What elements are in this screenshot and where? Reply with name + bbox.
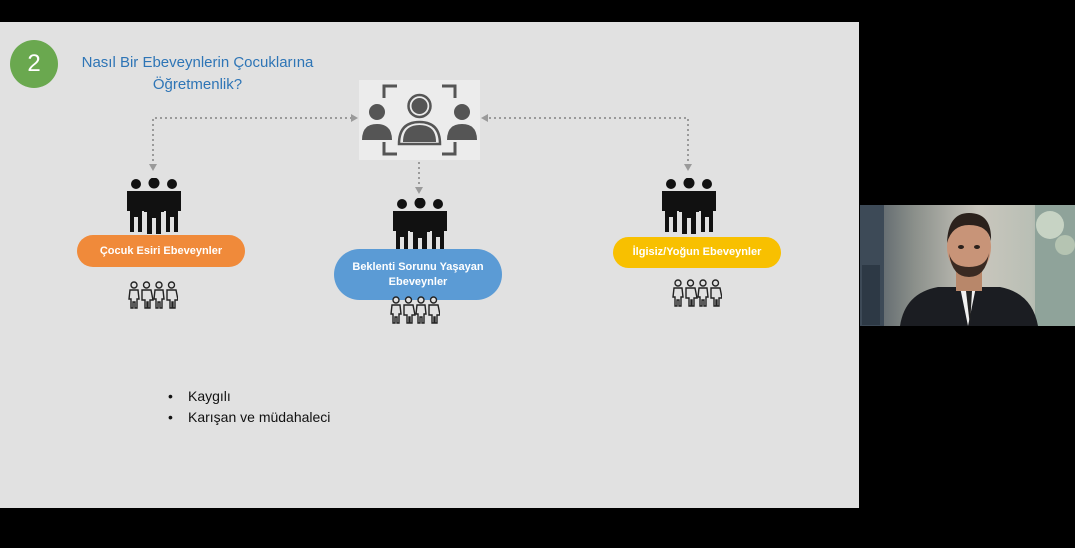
arrow-left-right [351,114,358,122]
arrow-left-down [149,164,157,171]
bullet-item: Kaygılı [168,386,330,407]
arrow-right-left [481,114,488,122]
connector-lines [149,114,692,194]
four-children-icon [672,279,722,307]
connector-right [487,117,689,166]
four-children-icon [390,296,440,324]
bullet-list: Kaygılı Karışan ve müdahaleci [168,386,330,428]
four-children-icon [128,281,178,309]
three-adults-icon [393,198,447,254]
group-pill-cocuk-esiri: Çocuk Esiri Ebeveynler [77,235,245,267]
group-pill-beklenti: Beklenti Sorunu Yaşayan Ebeveynler [334,249,502,300]
connector-left [152,117,352,166]
slide-title-line2: Öğretmenlik? [152,76,243,93]
group-focus-icon [359,80,480,160]
arrow-center-down [415,187,423,194]
webcam-video-feed[interactable] [860,205,1075,326]
slide-title-line1: Nasıl Bir Ebeveynlerin Çocuklarına [81,54,314,71]
group-pill-ilgisiz: İlgisiz/Yoğun Ebeveynler [613,237,781,268]
group-label: Çocuk Esiri Ebeveynler [99,244,223,257]
group-label-line2: Ebeveynler [388,275,448,288]
three-adults-icon [662,178,716,234]
group-label-line1: Beklenti Sorunu Yaşayan [352,260,484,273]
slide-title: Nasıl Bir Ebeveynlerin Çocuklarına Öğret… [60,52,335,96]
presenter-video-illustration [860,205,1075,326]
bullet-item: Karışan ve müdahaleci [168,407,330,428]
group-label: İlgisiz/Yoğun Ebeveynler [632,246,762,258]
three-adults-icon [127,178,181,234]
arrow-right-down [684,164,692,171]
slide-number-badge: 2 [10,40,58,88]
presentation-slide: 2 Nasıl Bir Ebeveynlerin Çocuklarına Öğr… [0,22,859,508]
